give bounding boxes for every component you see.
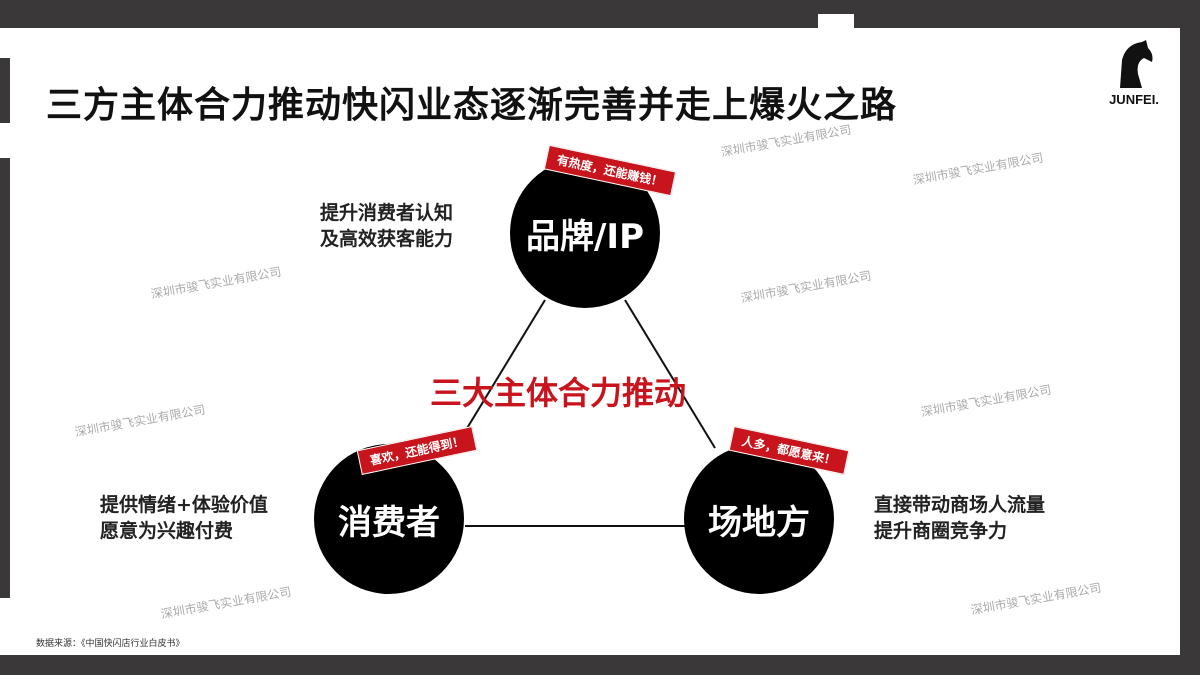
connector-line bbox=[454, 299, 546, 449]
source-note: 数据来源：《中国快闪店行业白皮书》 bbox=[36, 639, 185, 649]
center-label: 三大主体合力推动 bbox=[430, 374, 687, 412]
node-label: 场地方 bbox=[708, 502, 810, 543]
node-label: 品牌/IP bbox=[526, 216, 644, 257]
frame-strip bbox=[0, 158, 10, 598]
slide: 三方主体合力推动快闪业态逐渐完善并走上爆火之路 JUNFEI. 深圳市骏飞实业有… bbox=[0, 28, 1180, 655]
desc-line: 直接带动商场人流量 bbox=[874, 494, 1046, 516]
logo-text: JUNFEI. bbox=[1109, 92, 1159, 107]
desc-line: 提升商圈竞争力 bbox=[874, 520, 1008, 542]
desc-line: 提供情绪+体验价值 bbox=[100, 494, 268, 516]
node-description: 直接带动商场人流量 提升商圈竞争力 bbox=[874, 492, 1045, 544]
node-consumer: 消费者 bbox=[314, 444, 464, 594]
desc-line: 提升消费者认知 bbox=[320, 202, 454, 224]
page-title: 三方主体合力推动快闪业态逐渐完善并走上爆火之路 bbox=[46, 85, 898, 126]
logo: JUNFEI. bbox=[1104, 40, 1164, 107]
node-label: 消费者 bbox=[338, 502, 440, 543]
horse-logo-icon bbox=[1120, 40, 1153, 88]
node-description: 提供情绪+体验价值 愿意为兴趣付费 bbox=[100, 492, 268, 544]
desc-line: 愿意为兴趣付费 bbox=[100, 520, 234, 542]
frame-strip bbox=[0, 58, 10, 123]
connector-line bbox=[624, 299, 716, 449]
node-description: 提升消费者认知 及高效获客能力 bbox=[320, 200, 453, 252]
triangle-connectors bbox=[454, 299, 716, 527]
desc-line: 及高效获客能力 bbox=[320, 228, 454, 250]
node-venue: 场地方 bbox=[684, 444, 834, 594]
